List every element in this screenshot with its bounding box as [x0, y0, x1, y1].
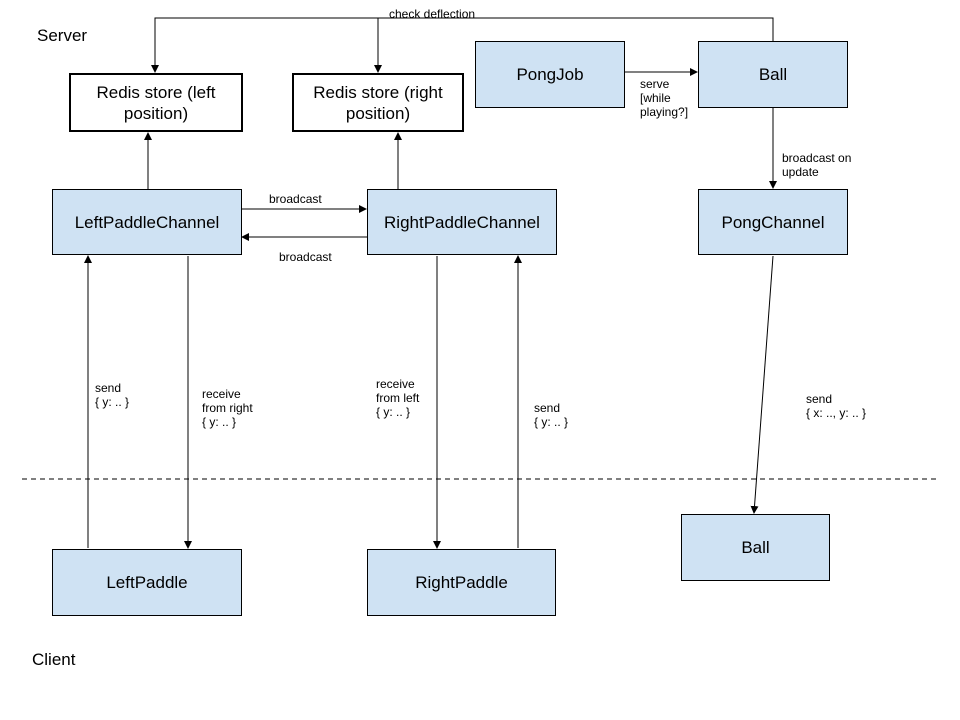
- left-paddle-channel-box: LeftPaddleChannel: [52, 189, 242, 255]
- client-region-label: Client: [32, 650, 76, 669]
- server-region-label: Server: [37, 26, 88, 45]
- ball-server-label: Ball: [758, 65, 788, 84]
- redis-store-right-label: Redis store (right position): [313, 82, 443, 123]
- broadcast-left-label: broadcast: [279, 250, 332, 264]
- broadcast-right-label: broadcast: [269, 192, 322, 206]
- redis-store-left-label: Redis store (left position): [96, 82, 216, 123]
- broadcast-on-update-label: broadcast on update: [782, 151, 852, 179]
- pongjob-label: PongJob: [516, 65, 584, 84]
- check-deflection-label: check deflection: [389, 7, 476, 21]
- redis-store-left: Redis store (left position): [69, 73, 243, 132]
- left-send-label: send { y: .. }: [95, 381, 130, 409]
- ball-client-box: Ball: [681, 514, 830, 581]
- left-receive-label: receive from right { y: .. }: [202, 387, 253, 429]
- right-paddle-label: RightPaddle: [415, 573, 508, 592]
- left-paddle-box: LeftPaddle: [52, 549, 242, 616]
- check-deflection-line: [151, 17, 774, 73]
- pong-channel-label: PongChannel: [721, 212, 825, 232]
- ball-client-label: Ball: [741, 538, 770, 557]
- pongjob-box: PongJob: [475, 41, 625, 108]
- right-paddle-box: RightPaddle: [367, 549, 556, 616]
- right-paddle-channel-box: RightPaddleChannel: [367, 189, 557, 255]
- pong-channel-box: PongChannel: [698, 189, 848, 255]
- redis-store-right: Redis store (right position): [292, 73, 464, 132]
- left-paddle-label: LeftPaddle: [106, 573, 188, 592]
- right-send-label: send { y: .. }: [534, 401, 569, 429]
- serve-label: serve [while playing?]: [640, 77, 689, 119]
- ball-send-arrow: [750, 255, 774, 514]
- right-receive-label: receive from left { y: .. }: [376, 377, 420, 419]
- ball-server-box: Ball: [698, 41, 848, 108]
- right-paddle-channel-label: RightPaddleChannel: [384, 212, 540, 232]
- ball-send-label: send { x: .., y: .. }: [806, 392, 867, 420]
- left-paddle-channel-label: LeftPaddleChannel: [74, 212, 220, 232]
